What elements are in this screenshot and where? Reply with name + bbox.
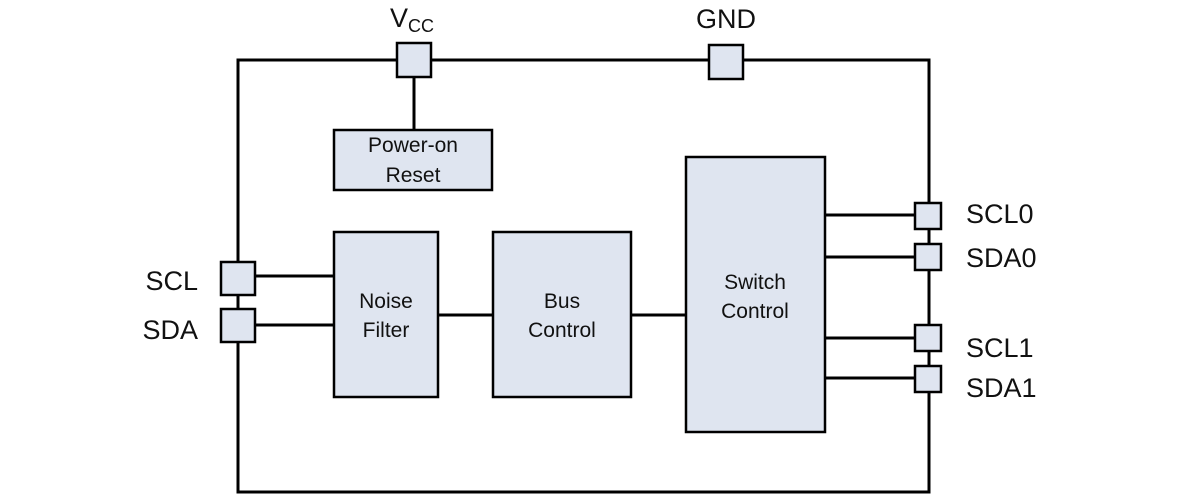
noise-filter-block (332, 230, 440, 399)
vcc-label-subscript: CC (408, 16, 434, 36)
noise-filter-label-line2: Filter (363, 319, 410, 342)
scl-pin (219, 260, 257, 297)
vcc-label: VCC (390, 3, 434, 36)
power-on-reset-block (332, 128, 494, 192)
sda1-pin (913, 364, 943, 394)
scl0-pin (913, 201, 943, 231)
bus-control-label-line1: Bus (544, 290, 580, 313)
sda-pin (219, 307, 257, 344)
scl-label: SCL (145, 266, 198, 296)
scl1-label: SCL1 (966, 333, 1034, 363)
vcc-label-main: V (390, 3, 408, 33)
scl1-pin (913, 323, 943, 353)
sda0-pin (913, 242, 943, 272)
gnd-pin (707, 43, 745, 81)
sda-label: SDA (142, 315, 198, 345)
sda0-label: SDA0 (966, 243, 1037, 273)
vcc-pin (395, 41, 433, 79)
noise-filter-label-line1: Noise (359, 290, 413, 313)
switch-control-label-line2: Control (721, 300, 789, 323)
power-on-reset-label-line2: Reset (386, 164, 441, 187)
gnd-label: GND (696, 4, 756, 34)
scl0-label: SCL0 (966, 199, 1034, 229)
bus-control-label-line2: Control (528, 319, 596, 342)
sda1-label: SDA1 (966, 373, 1037, 403)
switch-control-block (684, 155, 827, 434)
bus-control-block (491, 230, 633, 399)
switch-control-label-line1: Switch (724, 271, 786, 294)
power-on-reset-label-line1: Power-on (368, 134, 458, 157)
